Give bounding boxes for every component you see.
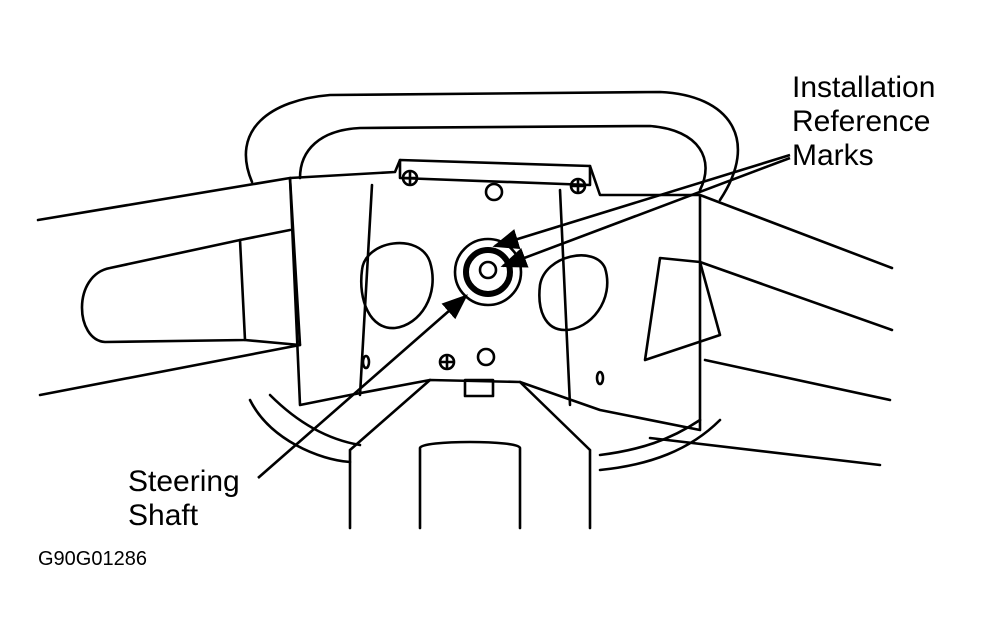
arrow-mark-2	[500, 156, 791, 268]
installation-reference-marks-label: Installation Reference Marks	[792, 71, 935, 173]
arrow-mark-1	[492, 153, 791, 250]
label-line: Shaft	[128, 499, 199, 532]
left-opening	[359, 241, 434, 330]
label-line: Reference	[792, 105, 931, 138]
label-line: Marks	[792, 139, 874, 172]
wheel-rim-outer	[244, 90, 740, 202]
label-line: Installation	[792, 71, 936, 104]
lower-hub	[348, 378, 592, 530]
arrow-shaft	[257, 294, 468, 479]
figure-code: G90G01286	[38, 548, 147, 570]
left-spoke	[36, 176, 302, 397]
shaft-outer-ring	[453, 237, 523, 307]
steering-shaft-label: Steering Shaft	[128, 465, 240, 533]
shaft-inner-ring	[463, 247, 513, 297]
hole-top	[484, 182, 504, 202]
hole-bottom	[476, 347, 496, 367]
right-spoke	[648, 193, 894, 467]
wheel-rim-inner	[298, 124, 707, 192]
wheel-rim-bottom	[248, 398, 722, 472]
right-opening	[538, 254, 609, 332]
label-line: Steering	[128, 465, 240, 498]
